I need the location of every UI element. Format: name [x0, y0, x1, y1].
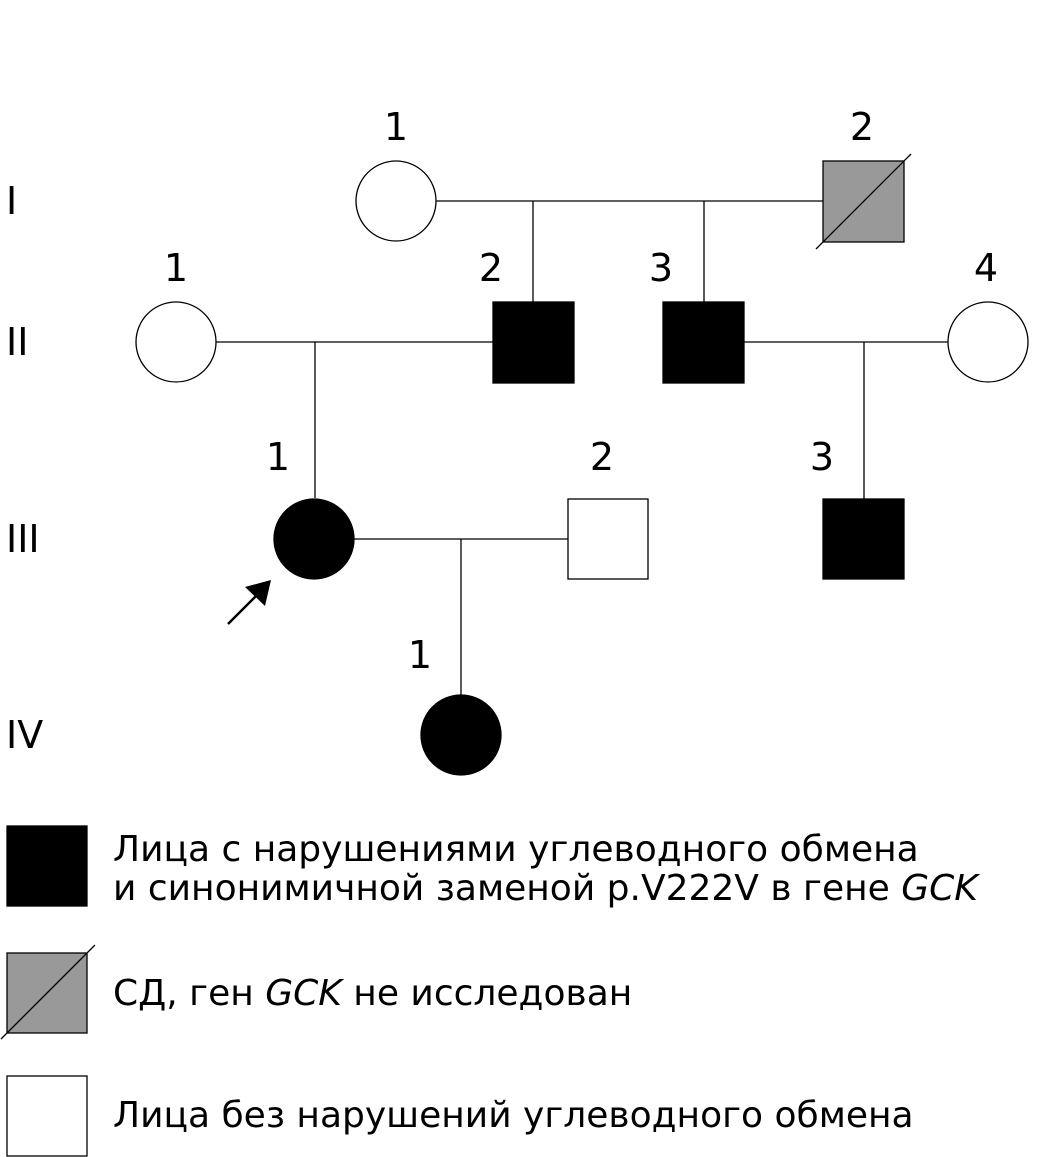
individual-ii-4: 4 — [947, 246, 1029, 383]
proband-arrow-icon — [227, 580, 271, 625]
individual-number: 4 — [974, 246, 998, 290]
individual-iii-1: 1 — [227, 435, 355, 625]
pedigree-lines — [216, 200, 948, 695]
generation-label-iii: III — [6, 517, 40, 561]
individual-iii-2: 2 — [567, 435, 649, 580]
male-symbol — [662, 301, 745, 384]
female-symbol — [947, 301, 1029, 383]
female-symbol — [135, 301, 217, 383]
deceased-slash — [0, 944, 96, 1040]
individual-number: 1 — [408, 633, 432, 677]
individual-ii-1: 1 — [135, 246, 217, 383]
legend-item-unaffected: Лица без нарушений углеводного обмена — [6, 1075, 914, 1157]
gene-name: GCK — [901, 868, 980, 909]
male-symbol — [822, 498, 905, 580]
legend-unaffected-swatch — [6, 1075, 88, 1157]
individual-number: 3 — [649, 246, 673, 290]
generation-label-i: I — [6, 179, 17, 223]
legend-affected-swatch — [6, 825, 88, 907]
individual-number: 1 — [384, 105, 408, 149]
legend-unaffected-text: Лица без нарушений углеводного обмена — [113, 1095, 914, 1136]
individual-number: 1 — [164, 246, 188, 290]
generation-label-ii: II — [6, 320, 28, 364]
individual-i-1: 1 — [355, 105, 437, 242]
legend: Лица с нарушениями углеводного обмена и … — [0, 825, 980, 1157]
legend-affected-line2: и синонимичной заменой p.V222V в гене GC… — [113, 868, 980, 909]
individual-number: 2 — [850, 105, 874, 149]
legend-item-affected: Лица с нарушениями углеводного обмена и … — [6, 825, 980, 909]
individual-ii-3: 3 — [649, 246, 745, 384]
individual-number: 1 — [266, 435, 290, 479]
individual-ii-2: 2 — [479, 246, 575, 384]
individual-number: 2 — [479, 246, 503, 290]
female-symbol — [355, 160, 437, 242]
individual-iii-3: 3 — [810, 435, 905, 580]
female-symbol — [420, 694, 502, 776]
gene-name: GCK — [265, 973, 344, 1014]
deceased-slash — [815, 153, 912, 250]
male-symbol — [492, 301, 575, 384]
female-symbol — [273, 498, 355, 580]
individual-i-2: 2 — [815, 105, 912, 250]
individual-iv-1: 1 — [408, 633, 502, 776]
generation-label-iv: IV — [6, 713, 43, 757]
individual-number: 2 — [590, 435, 614, 479]
legend-item-not-tested: СД, ген GCK не исследован — [0, 944, 632, 1040]
male-symbol — [567, 498, 649, 580]
individual-number: 3 — [810, 435, 834, 479]
legend-not-tested-text: СД, ген GCK не исследован — [113, 973, 632, 1014]
legend-affected-line1: Лица с нарушениями углеводного обмена — [113, 829, 919, 870]
